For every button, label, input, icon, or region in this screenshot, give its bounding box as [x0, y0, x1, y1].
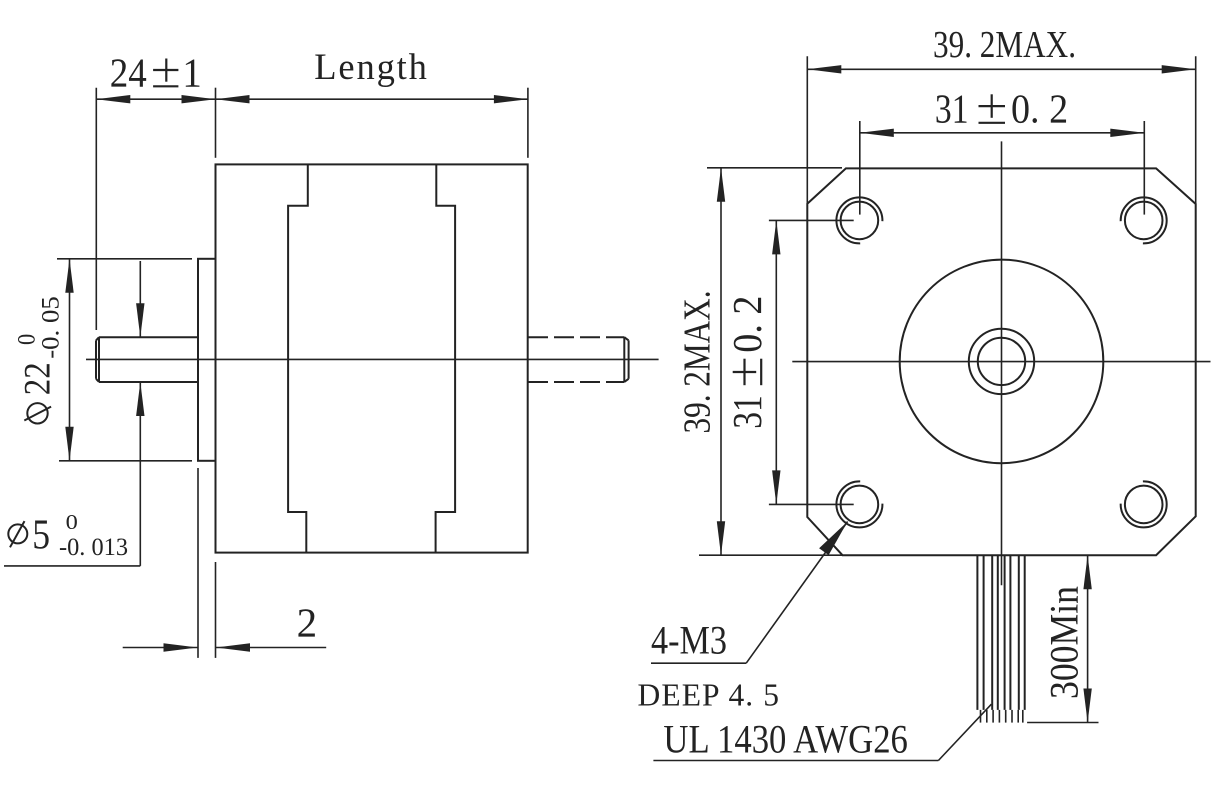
svg-text:31: 31 [724, 395, 770, 429]
svg-text:2: 2 [297, 599, 318, 645]
svg-text:4-M3: 4-M3 [651, 617, 727, 662]
svg-text:24: 24 [110, 50, 147, 96]
svg-text:-0. 013: -0. 013 [59, 534, 128, 561]
svg-text:-0. 05: -0. 05 [37, 296, 64, 359]
svg-text:0: 0 [66, 510, 78, 534]
svg-text:31: 31 [935, 86, 969, 132]
svg-text:0. 2: 0. 2 [1011, 86, 1068, 132]
svg-text:22: 22 [17, 362, 58, 395]
svg-text:Length: Length [314, 46, 427, 87]
svg-text:DEEP 4. 5: DEEP 4. 5 [638, 677, 780, 712]
svg-text:5: 5 [32, 512, 50, 558]
svg-text:39. 2MAX.: 39. 2MAX. [677, 291, 719, 434]
svg-text:1: 1 [182, 50, 201, 96]
svg-text:300Min: 300Min [1042, 586, 1087, 699]
svg-text:39. 2MAX.: 39. 2MAX. [933, 24, 1076, 66]
svg-text:0: 0 [14, 334, 41, 345]
svg-text:0. 2: 0. 2 [724, 296, 770, 353]
svg-text:UL 1430 AWG26: UL 1430 AWG26 [663, 716, 908, 761]
